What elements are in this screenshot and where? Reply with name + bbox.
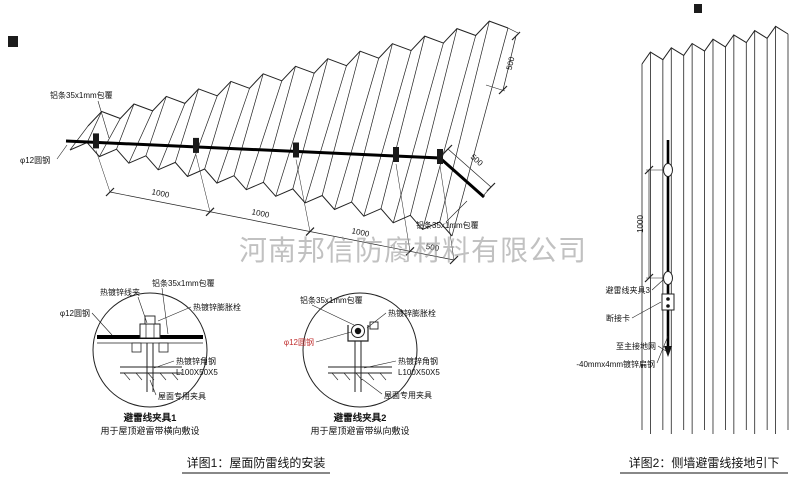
wall-clamp3-label: 避雷线夹具3 (606, 285, 651, 295)
roof-side-dimension: 500 (485, 27, 521, 95)
detail2-bolt (369, 321, 379, 330)
caption-detail1-text: 详图1：屋面防雷线的安装 (187, 455, 326, 470)
wall-dimension: 1000 (636, 165, 663, 283)
detail2-conductor-section (354, 327, 362, 335)
detail2-title: 避雷线夹具2 (334, 412, 387, 424)
roof-dimension-chain (95, 150, 459, 265)
roof-conductor-clamps (93, 133, 443, 164)
caption-detail1: 详图1：屋面防雷线的安装 (182, 455, 330, 474)
detail-circle-1: 热镀锌线夹 铝条35x1mm包覆 热镀锌膨胀栓 φ12圆钢 热镀锌角钢 L100… (60, 278, 241, 436)
roof-labels: 铝条35x1mm包覆 φ12圆钢 铝条35x1mm包覆 (20, 90, 479, 230)
detail1-bolt (144, 315, 156, 325)
wall-corrugated-sheet (641, 25, 789, 434)
company-watermark: 河南邦信防腐材料有限公司 (239, 235, 587, 267)
caption-detail2-text: 详图2：侧墙避雷线接地引下 (629, 455, 780, 470)
detail2-angle-steel-label-2: L100X50X5 (398, 368, 440, 377)
detail1-angle-steel-label-1: 热镀锌角钢 (176, 356, 216, 366)
detail1-subtitle: 用于屋顶避雷带横向敷设 (100, 425, 199, 436)
detail1-expansion-bolt-label: 热镀锌膨胀栓 (193, 302, 241, 312)
detail2-angle-steel-label-1: 热镀锌角钢 (398, 356, 438, 366)
roof-round-steel-label: φ12圆钢 (20, 155, 50, 165)
detail1-roof-fixture-label: 屋面专用夹具 (158, 391, 206, 401)
scan-mark-left (8, 36, 18, 47)
roof-alum-strip-label-bottom: 铝条35x1mm包覆 (416, 220, 479, 230)
detail2-expansion-bolt-label: 热镀锌膨胀栓 (388, 308, 436, 318)
detail1-angle-steel-label-2: L100X50X5 (176, 368, 218, 377)
detail1-wire-clip (139, 323, 161, 339)
dim-side-500: 500 (505, 55, 517, 71)
ground-arrow-icon (664, 346, 672, 357)
wall-disconnect-label: 断接卡 (606, 313, 630, 323)
wall-dim-1000: 1000 (636, 215, 645, 233)
wall-clamp-lower (663, 271, 673, 285)
detail2-alum-label: 铝条35x1mm包覆 (300, 295, 363, 305)
wall-clamp-upper (663, 163, 673, 177)
roof-corrugated-sheet (69, 20, 509, 237)
dim-span-3: 1000 (351, 226, 371, 238)
caption-detail2: 详图2：侧墙避雷线接地引下 (620, 455, 788, 474)
detail2-round-steel-label: φ12圆钢 (284, 337, 314, 347)
dim-span-2: 1000 (251, 207, 271, 219)
detail2-subtitle: 用于屋顶避雷带纵向敷设 (310, 425, 409, 436)
wall-down-conductor (661, 140, 675, 357)
detail-circle-2: 铝条35x1mm包覆 热镀锌膨胀栓 φ12圆钢 热镀锌角钢 L100X50X5 … (284, 292, 440, 436)
roof-lightning-conductor (65, 139, 485, 199)
detail1-title: 避雷线夹具1 (124, 412, 178, 424)
wall-labels: 避雷线夹具3 断接卡 至主接地网 -40mmx4mm镀锌扁钢 (576, 279, 669, 369)
wall-flat-steel-label: -40mmx4mm镀锌扁钢 (576, 359, 655, 369)
roof-alum-strip-label-top: 铝条35x1mm包覆 (50, 90, 113, 100)
dim-span-1: 1000 (151, 187, 171, 199)
dim-span-4: 500 (425, 242, 440, 253)
detail1-round-steel-label: φ12圆钢 (60, 308, 90, 318)
detail2-roof-fixture-label: 屋面专用夹具 (384, 390, 432, 400)
wall-disconnect-card (661, 293, 675, 311)
scan-mark-top (694, 4, 702, 13)
detail1-alum-label: 铝条35x1mm包覆 (152, 278, 215, 288)
wall-to-ground-label: 至主接地网 (616, 341, 656, 351)
roof-bottom-dimensions: 1000 1000 1000 500 (151, 187, 441, 253)
detail1-wire-clip-label: 热镀锌线夹 (100, 287, 140, 297)
